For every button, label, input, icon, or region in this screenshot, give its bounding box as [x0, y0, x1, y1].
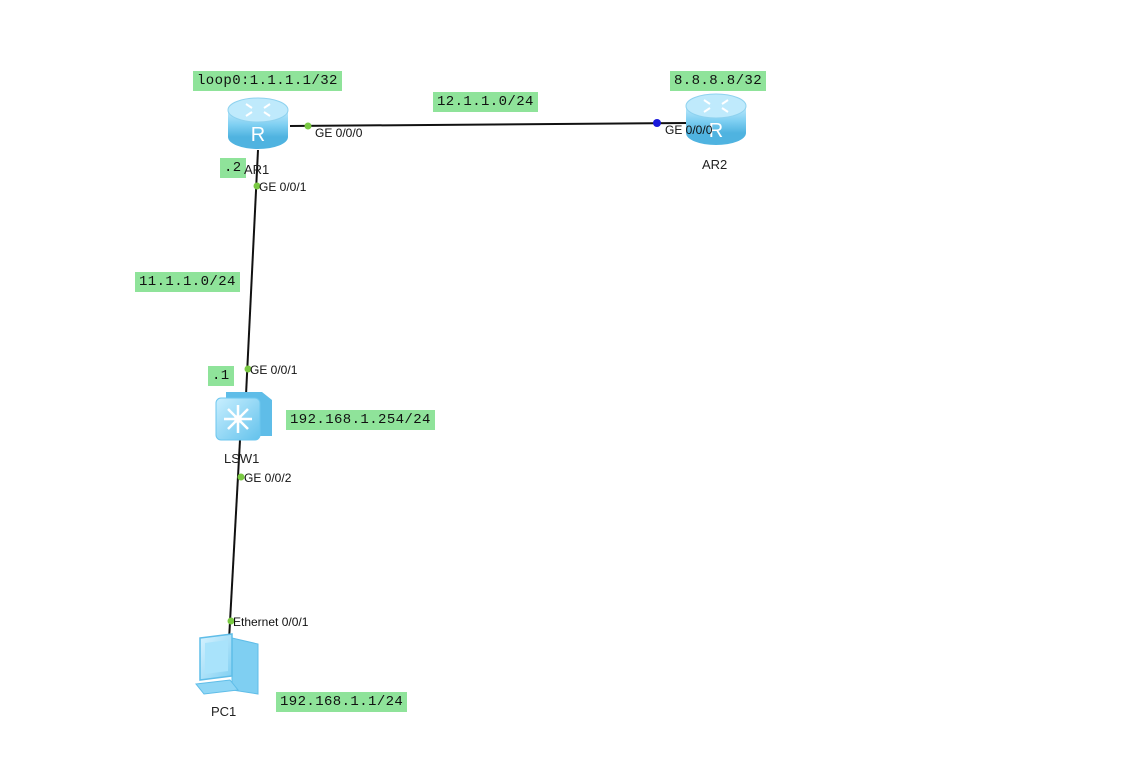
port-label-lsw1-ge002: GE 0/0/2 [244, 471, 292, 485]
port-dot-ar1-ge000[interactable] [304, 122, 312, 130]
note-ar1-ar2-network[interactable]: 12.1.1.0/24 [433, 92, 538, 112]
svg-text:R: R [251, 124, 265, 146]
port-dot-ar2-ge000[interactable] [653, 119, 661, 127]
router-ar1[interactable]: R [227, 97, 289, 149]
pc-pc1[interactable] [195, 633, 259, 695]
note-lsw1-host-suffix[interactable]: .1 [208, 366, 234, 386]
port-dot-lsw1-ge002[interactable] [237, 473, 245, 481]
note-ar2-loopback[interactable]: 8.8.8.8/32 [670, 71, 767, 91]
port-label-pc1-eth001: Ethernet 0/0/1 [233, 615, 309, 629]
note-ar1-lsw1-network[interactable]: 11.1.1.0/24 [135, 272, 240, 292]
port-dot-ar1-ge001[interactable] [253, 182, 261, 190]
port-label-ar1-ge000: GE 0/0/0 [315, 126, 363, 140]
port-label-ar1-ge001: GE 0/0/1 [259, 180, 307, 194]
router-ar2[interactable]: R [685, 93, 747, 145]
switch-icon [215, 392, 272, 441]
port-label-lsw1-ge001: GE 0/0/1 [250, 363, 298, 377]
svg-text:R: R [709, 120, 723, 142]
router-icon: R [685, 93, 747, 145]
switch-lsw1[interactable] [215, 392, 272, 441]
device-label-ar1: AR1 [244, 162, 270, 177]
link-lsw1-pc1[interactable] [228, 439, 241, 641]
router-icon: R [227, 97, 289, 149]
port-label-ar2-ge000: GE 0/0/0 [665, 123, 713, 137]
port-dot-pc1-eth001[interactable] [227, 617, 235, 625]
device-label-ar2: AR2 [702, 157, 728, 172]
note-pc1-ip[interactable]: 192.168.1.1/24 [276, 692, 408, 712]
note-ar1-loopback[interactable]: loop0:1.1.1.1/32 [193, 71, 342, 91]
note-lsw1-vlanif-ip[interactable]: 192.168.1.254/24 [286, 410, 435, 430]
link-ar1-ar2[interactable] [289, 122, 689, 127]
pc-icon [195, 633, 259, 695]
link-ar1-lsw1[interactable] [245, 149, 259, 396]
device-label-lsw1: LSW1 [224, 451, 260, 466]
port-dot-lsw1-ge001[interactable] [244, 365, 252, 373]
device-label-pc1: PC1 [211, 704, 237, 719]
note-ar1-host-suffix[interactable]: .2 [220, 158, 246, 178]
